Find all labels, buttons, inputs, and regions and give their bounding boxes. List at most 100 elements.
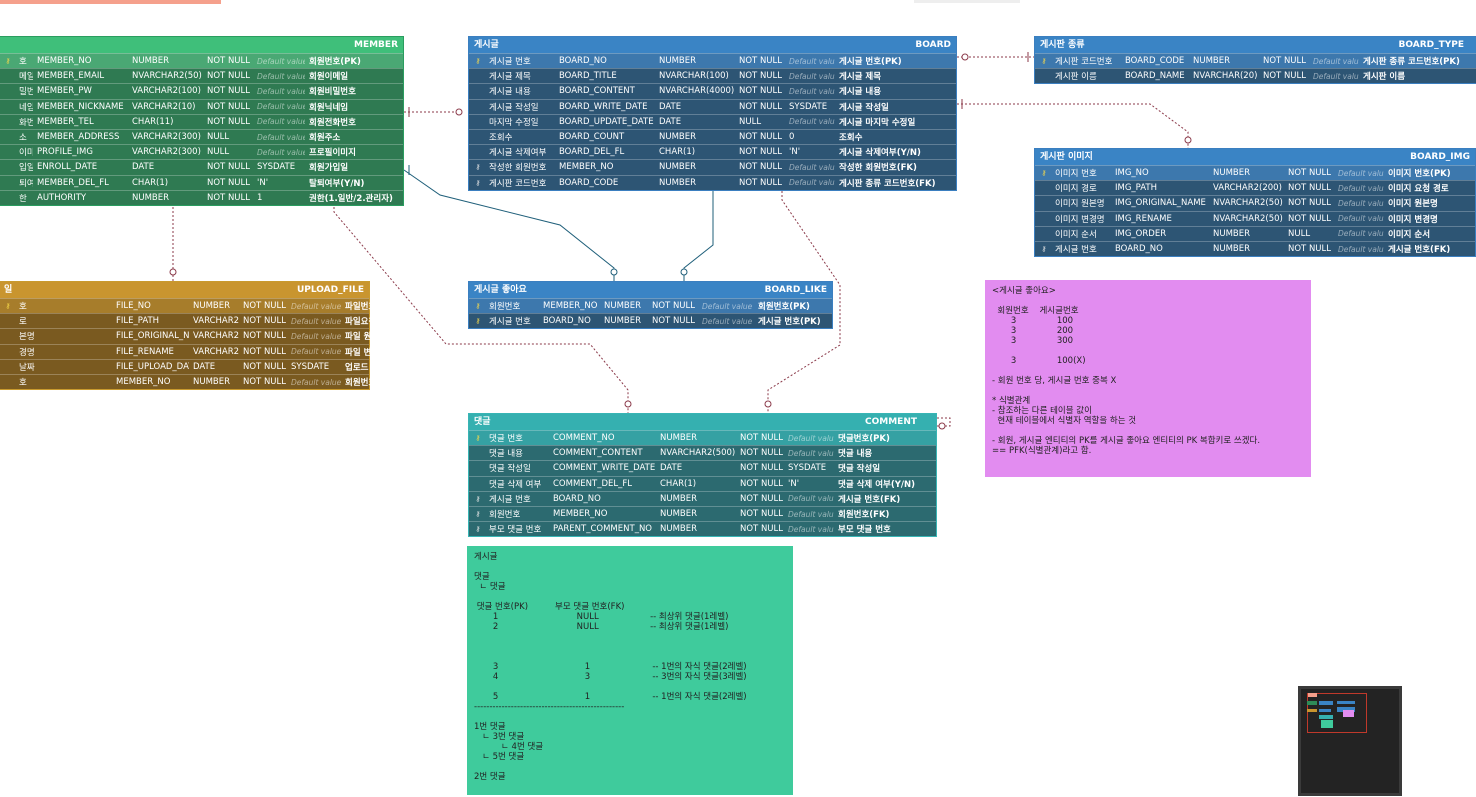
cell-type: VARCHAR2(300) bbox=[132, 147, 201, 158]
cell-logical: 호 bbox=[19, 302, 27, 313]
cell-def: Default value bbox=[257, 86, 305, 96]
cell-physical: IMG_ORDER bbox=[1115, 228, 1167, 239]
cell-logical: 게시글 번호 bbox=[489, 317, 531, 328]
cell-type: DATE bbox=[193, 361, 216, 372]
rel-circle bbox=[610, 268, 618, 276]
cell-logical: 부모 댓글 번호 bbox=[489, 525, 542, 536]
cell-comment: 게시글 번호(PK) bbox=[839, 57, 902, 68]
cell-logical: 로 bbox=[19, 317, 27, 328]
cell-def: SYSDATE bbox=[257, 162, 296, 173]
cell-def: 0 bbox=[789, 132, 795, 143]
cell-type: NUMBER bbox=[660, 509, 698, 520]
cell-physical: MEMBER_NO bbox=[553, 509, 608, 520]
cell-comment: 회원번호(PK) bbox=[758, 302, 810, 313]
cell-logical: 게시판 코드번호 bbox=[489, 178, 547, 189]
cell-logical: 네임 bbox=[19, 102, 33, 113]
cell-logical: 경명 bbox=[19, 347, 35, 358]
cell-nn: NOT NULL bbox=[740, 493, 783, 504]
cell-comment: 파일 변경명 bbox=[345, 347, 388, 358]
rel-board-boardimg bbox=[957, 103, 1189, 148]
note-board-like[interactable]: <게시글 좋아요> 회원번호 게시글번호 3 100 3 200 3 300 3… bbox=[985, 280, 1311, 477]
minimap-viewport[interactable] bbox=[1307, 693, 1367, 733]
table-label: 게시글 bbox=[474, 40, 499, 50]
cell-logical: 댓글 삭제 여부 bbox=[489, 479, 542, 490]
cell-nn: NOT NULL bbox=[740, 463, 783, 474]
cell-logical: 퇴여부 bbox=[19, 178, 33, 189]
note-comment-hierarchy[interactable]: 게시글 댓글 ㄴ 댓글 댓글 번호(PK) 부모 댓글 번호(FK) 1 NUL… bbox=[467, 546, 793, 795]
cell-type: NVARCHAR2(50) bbox=[1213, 198, 1283, 209]
minimap-block bbox=[1321, 720, 1333, 728]
cell-def: Default value bbox=[291, 377, 341, 387]
cell-nn: NOT NULL bbox=[740, 433, 783, 444]
cell-comment: 게시판 종류 코드번호(FK) bbox=[839, 178, 936, 189]
cell-nn: NULL bbox=[1288, 228, 1311, 239]
cell-type: NUMBER bbox=[132, 56, 170, 67]
table-header[interactable]: MEMBER bbox=[0, 37, 403, 53]
cell-physical: BOARD_COUNT bbox=[559, 132, 625, 143]
cell-physical: MEMBER_EMAIL bbox=[37, 71, 105, 82]
cell-logical: 입일 bbox=[19, 163, 33, 174]
minimap-block bbox=[1308, 693, 1317, 697]
cell-comment: 파일 원본명 bbox=[345, 332, 388, 343]
cell-logical: 밀번호 bbox=[19, 87, 33, 98]
minimap[interactable] bbox=[1298, 686, 1402, 796]
cell-nn: NOT NULL bbox=[1288, 183, 1331, 194]
cell-physical: ENROLL_DATE bbox=[37, 162, 98, 173]
